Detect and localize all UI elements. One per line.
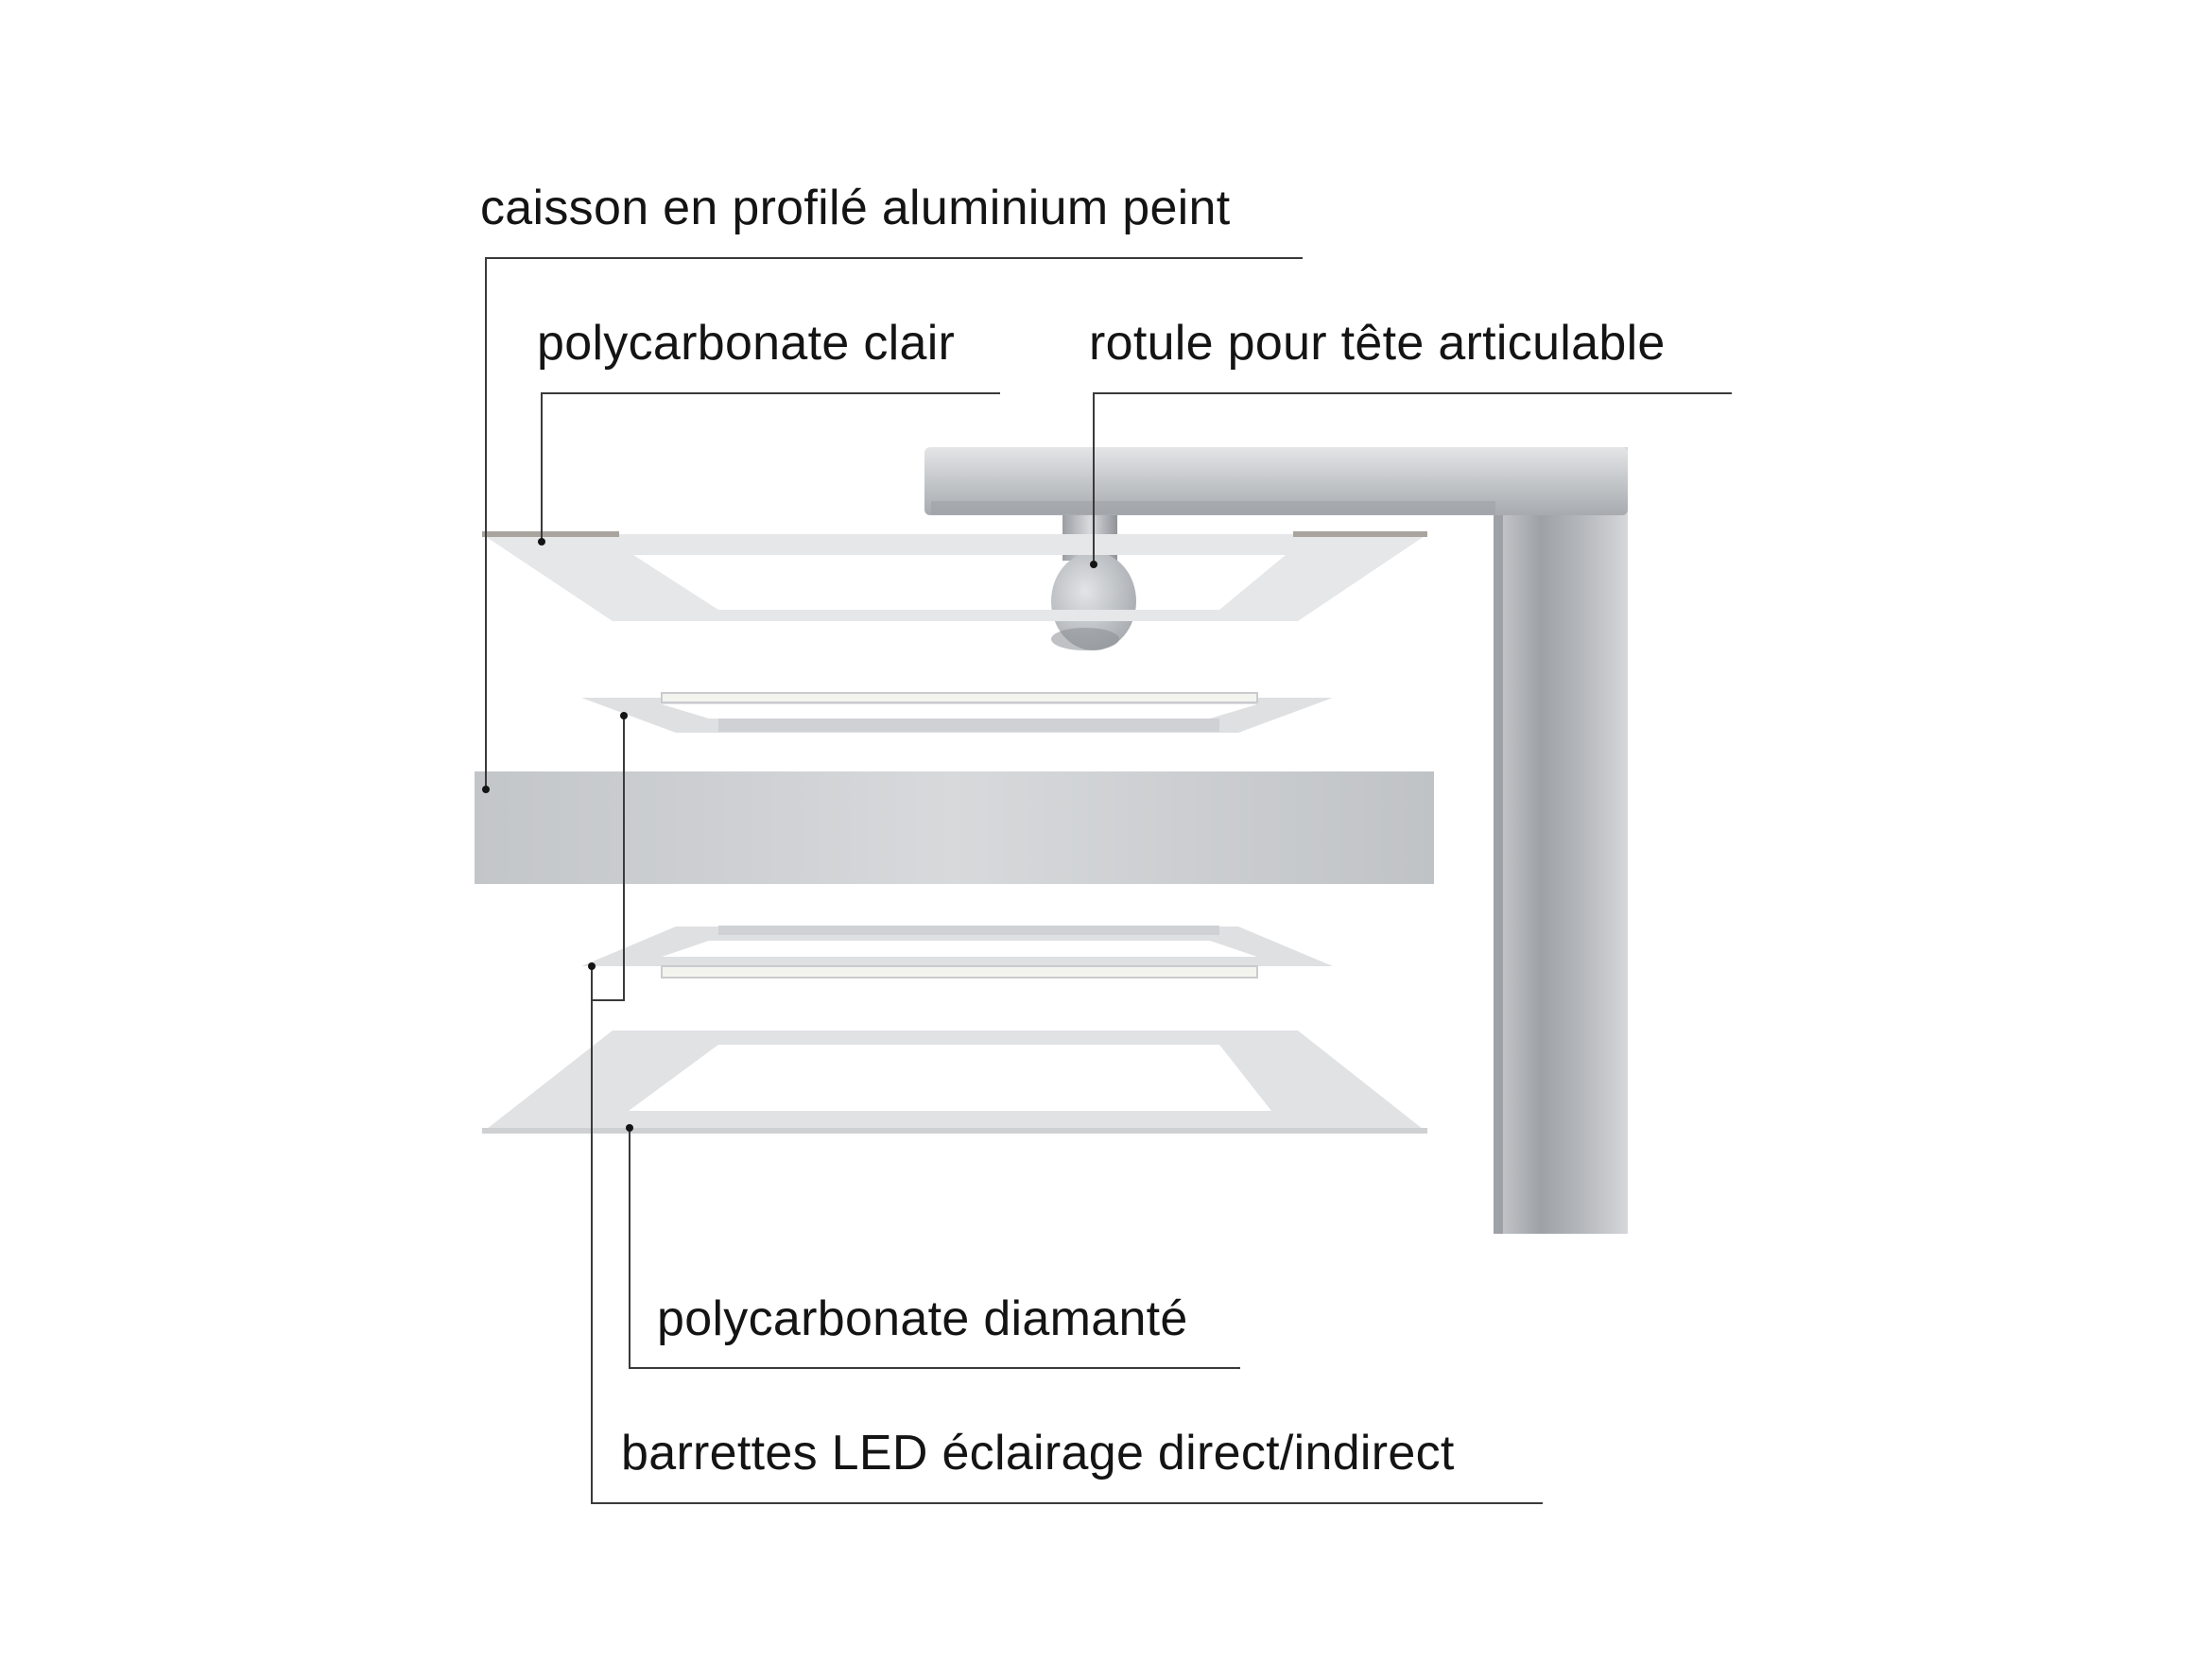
caisson-box (475, 771, 1434, 884)
led-frame-lower (581, 926, 1333, 979)
pole (924, 447, 1628, 1234)
led-rail-upper (718, 719, 1219, 732)
poly-diam-shape (482, 1031, 1427, 1133)
leader-caisson (485, 257, 1303, 789)
rotule-ball-shadow (1051, 628, 1119, 650)
leader-barrettes-a (591, 966, 1543, 1504)
pole-arm-shadow (931, 501, 1495, 514)
led-frame-upper (581, 692, 1333, 733)
dot-poly-diam (626, 1124, 633, 1132)
label-barrettes-led: barrettes LED éclairage direct/indirect (621, 1426, 1455, 1481)
polycarbonate-clair-frame (482, 531, 1427, 621)
leader-barrettes-b (592, 716, 625, 1001)
leader-rotule (1093, 392, 1732, 564)
poly-clair-shape (482, 534, 1427, 621)
led-strip-upper (661, 692, 1258, 703)
led-rail-lower (718, 926, 1219, 935)
label-polycarbonate-clair: polycarbonate clair (537, 316, 956, 371)
poly-clair-edge-left (482, 531, 619, 537)
leader-lines (485, 257, 1732, 1504)
polycarbonate-diamante-frame (482, 1031, 1427, 1134)
pole-arm (924, 447, 1628, 515)
leader-dots (482, 538, 1097, 1132)
pole-vertical (1494, 447, 1628, 1234)
led-strip-lower (661, 965, 1258, 979)
dot-caisson (482, 786, 490, 793)
leader-poly-clair (541, 392, 1000, 542)
label-polycarbonate-diamante: polycarbonate diamanté (657, 1291, 1188, 1346)
dot-led-lower (588, 962, 596, 970)
poly-clair-edge-right (1293, 531, 1427, 537)
rotule-ball (1051, 552, 1136, 650)
dot-led-upper (620, 712, 628, 719)
dot-rotule (1090, 561, 1097, 568)
pole-inner-edge (1494, 515, 1503, 1234)
poly-diam-edge (482, 1128, 1427, 1134)
dot-poly-clair (538, 538, 545, 546)
label-rotule: rotule pour tête articulable (1089, 316, 1666, 371)
leader-poly-diam (629, 1128, 1240, 1369)
led-frame-lower-shape (581, 927, 1333, 966)
label-caisson: caisson en profilé aluminium peint (480, 181, 1231, 235)
